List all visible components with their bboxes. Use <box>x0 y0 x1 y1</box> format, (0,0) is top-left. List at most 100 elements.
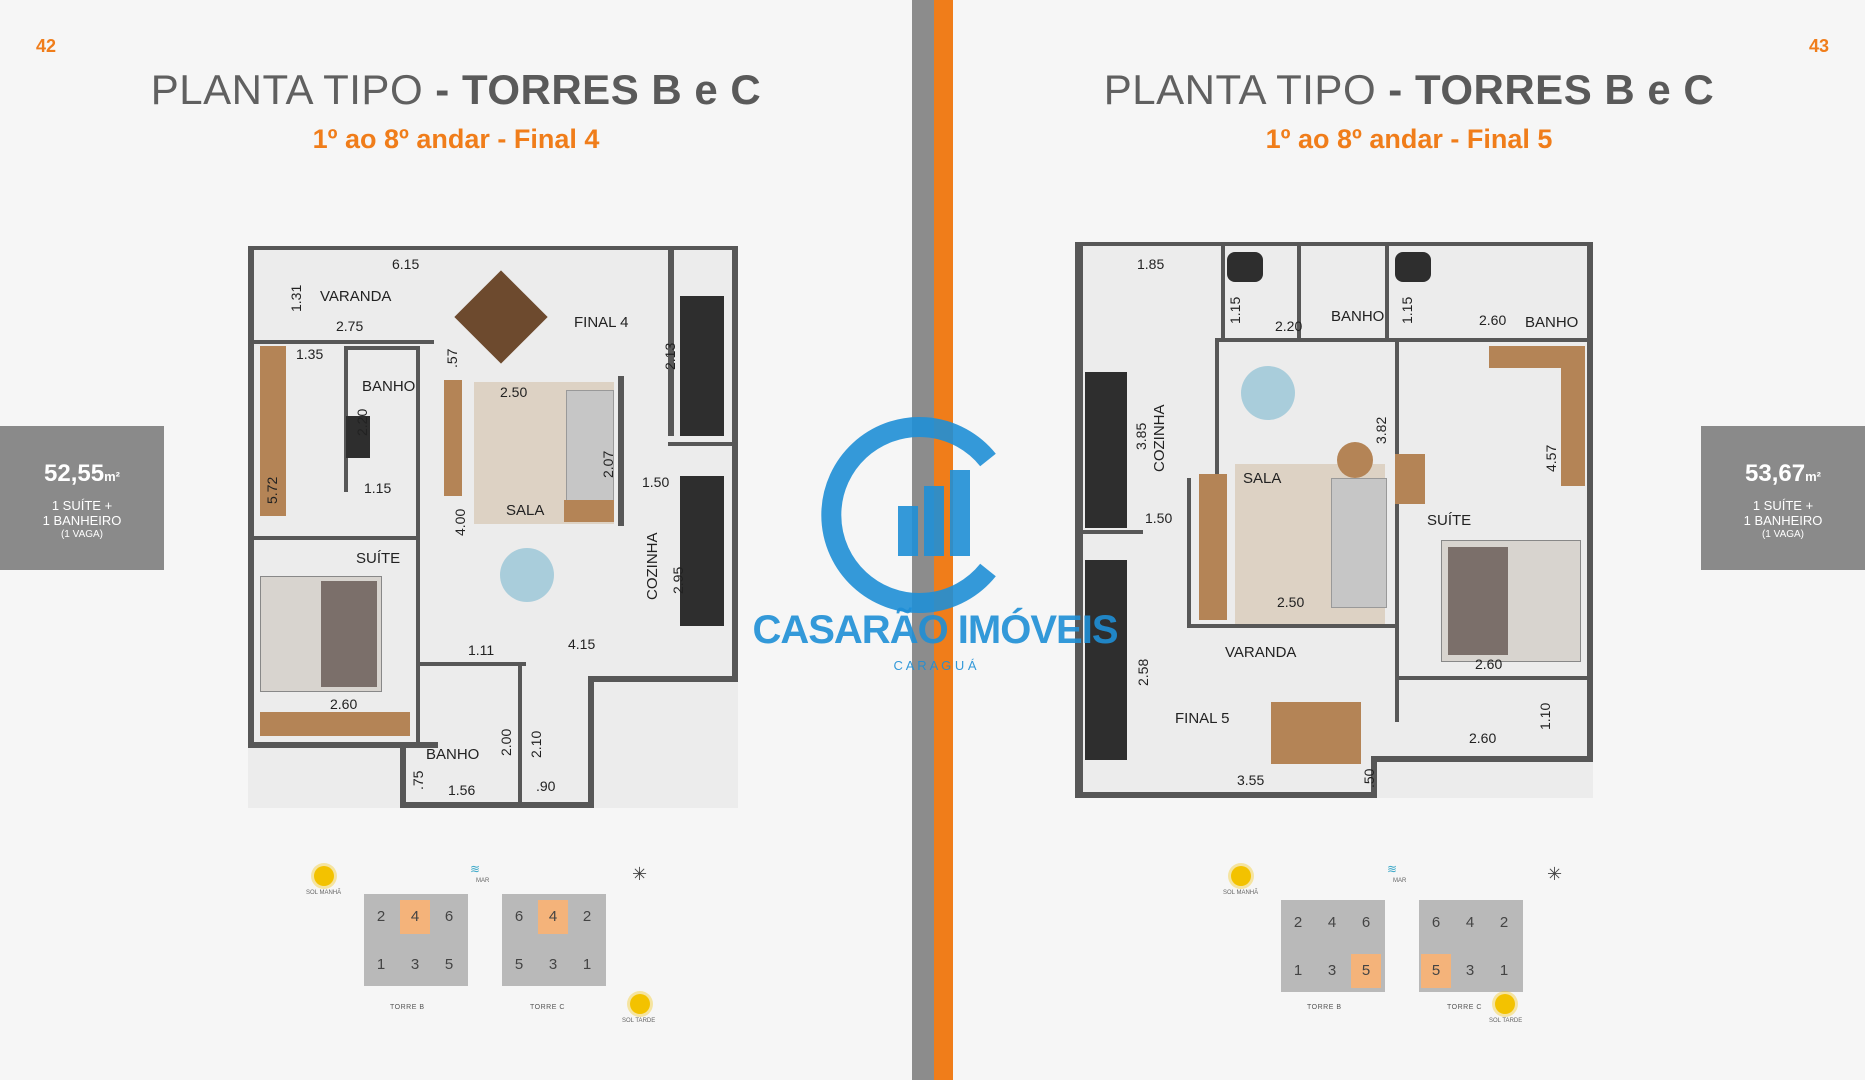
sofa <box>1331 478 1387 608</box>
sun-icon <box>1495 994 1515 1014</box>
dimension: 1.10 <box>1537 702 1553 730</box>
dimension: 6.15 <box>392 256 420 272</box>
sol-manha-label: SOL MANHÃ <box>1223 890 1259 896</box>
unit-highlight: 4 <box>538 900 568 934</box>
dimension: 2.58 <box>1135 658 1151 686</box>
wall <box>1395 342 1399 722</box>
room-label: BANHO <box>1525 314 1579 331</box>
room-label: FINAL 4 <box>574 314 629 331</box>
unit: 6 <box>514 908 524 925</box>
wall <box>1587 242 1593 760</box>
unit: 2 <box>376 908 386 925</box>
dimension: 4.57 <box>1543 444 1559 472</box>
room-label: BANHO <box>362 378 416 395</box>
wardrobe <box>1561 346 1585 486</box>
dining-table <box>454 270 548 364</box>
dimension: 2.50 <box>500 384 528 400</box>
unit: 3 <box>1465 962 1475 979</box>
floor-plan: BANHO BANHO COZINHA SALA SUÍTE VARANDA F… <box>1075 242 1593 798</box>
kitchen-counter <box>680 296 724 436</box>
dimension: 3.55 <box>1237 772 1265 788</box>
dimension: .57 <box>444 348 460 368</box>
unit-highlight: 5 <box>1351 954 1381 988</box>
unit: 6 <box>1361 914 1371 931</box>
unit: 3 <box>1327 962 1337 979</box>
sink <box>1227 252 1263 282</box>
dimension: 2.60 <box>330 696 358 712</box>
unit: 2 <box>582 908 592 925</box>
wall <box>400 802 594 808</box>
wall <box>254 340 434 344</box>
dimension: 1.56 <box>448 782 476 798</box>
left-page: 42 PLANTA TIPO - TORRES B e C 1º ao 8º a… <box>0 0 912 1080</box>
area-line3: (1 VAGA) <box>60 529 104 540</box>
sun-icon <box>314 866 334 886</box>
unit: 4 <box>1327 914 1337 931</box>
area-line1: 1 SUÍTE + <box>1752 498 1814 513</box>
wall <box>248 742 438 748</box>
unit-highlight: 5 <box>1421 954 1451 988</box>
wall <box>518 662 522 806</box>
sun-icon <box>630 994 650 1014</box>
compass-icon: ✳ <box>632 864 648 884</box>
wall <box>416 346 420 746</box>
sun-icon <box>1231 866 1251 886</box>
title-light: PLANTA TIPO <box>150 66 424 113</box>
wall <box>400 742 406 808</box>
unit: 4 <box>1465 914 1475 931</box>
mar-label: MAR <box>1393 878 1407 884</box>
wall <box>1215 338 1219 514</box>
wall <box>592 676 738 682</box>
wall <box>1385 246 1389 342</box>
dimension: 1.50 <box>1145 510 1173 526</box>
unit: 2 <box>1293 914 1303 931</box>
page-subtitle: 1º ao 8º andar - Final 4 <box>312 124 600 154</box>
sofa <box>566 390 614 510</box>
room-label: COZINHA <box>1151 404 1168 473</box>
dimension: 3.82 <box>1373 416 1389 444</box>
unit: 1 <box>1293 962 1303 979</box>
dimension: .90 <box>536 778 556 794</box>
unit: 5 <box>444 956 454 973</box>
area-badge: 52,55m² 1 SUÍTE + 1 BANHEIRO (1 VAGA) <box>0 426 164 570</box>
title-light: PLANTA TIPO <box>1103 66 1377 113</box>
dimension: 2.60 <box>1479 312 1507 328</box>
page-title: PLANTA TIPO - TORRES B e C <box>0 66 912 114</box>
sink <box>346 416 370 458</box>
unit: 6 <box>1431 914 1441 931</box>
sol-manha-label: SOL MANHÃ <box>306 890 342 896</box>
unit: 1 <box>582 956 592 973</box>
wall <box>1371 756 1377 798</box>
wall <box>1075 242 1083 798</box>
bed <box>1441 540 1581 662</box>
wave-icon: ≋ <box>470 862 481 876</box>
casarao-imoveis-logo: CASARÃO IMÓVEIS C A R A G U Á <box>750 390 1120 690</box>
side-table <box>564 500 614 522</box>
dimension: 2.00 <box>498 728 514 756</box>
title-bold: - TORRES B e C <box>435 66 762 113</box>
kitchen-counter <box>1085 372 1127 528</box>
kitchen-counter <box>1085 560 1127 760</box>
room-label: VARANDA <box>320 288 392 305</box>
right-page: 43 PLANTA TIPO - TORRES B e C 1º ao 8º a… <box>953 0 1865 1080</box>
unit-highlight: 4 <box>400 900 430 934</box>
mar-label: MAR <box>476 878 490 884</box>
wall <box>248 246 738 250</box>
page-number: 43 <box>1808 36 1829 56</box>
dimension: 1.85 <box>1137 256 1165 272</box>
sol-tarde-label: SOL TARDE <box>1489 1018 1523 1024</box>
dimension: 1.35 <box>296 346 324 362</box>
floor-plan: VARANDA FINAL 4 BANHO SALA SUÍTE COZINHA… <box>248 246 738 808</box>
torre-b-label: TORRE B <box>390 1004 425 1011</box>
wall <box>254 536 418 540</box>
dimension: 2.10 <box>528 730 544 758</box>
dimension: 2.60 <box>1475 656 1503 672</box>
unit: 5 <box>514 956 524 973</box>
room-label: SUÍTE <box>356 550 401 567</box>
desk <box>1395 454 1425 504</box>
room-label: BANHO <box>426 746 480 763</box>
unit: 1 <box>1499 962 1509 979</box>
dimension: 4.15 <box>568 636 596 652</box>
dimension: 1.31 <box>288 284 304 312</box>
dimension: 5.72 <box>264 476 280 504</box>
